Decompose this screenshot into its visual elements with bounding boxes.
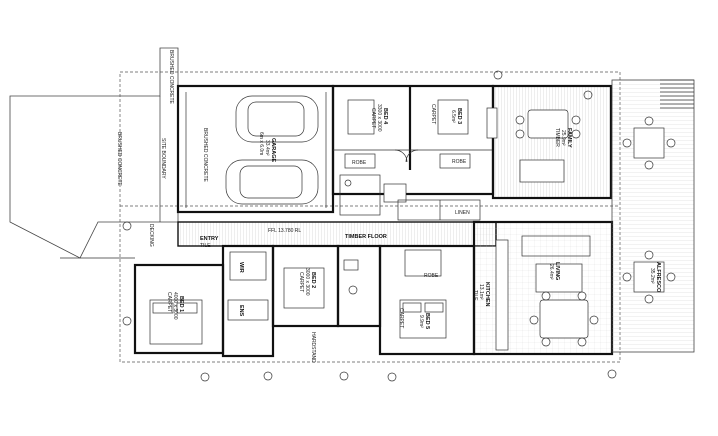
bed4-floor: CARPET bbox=[370, 108, 376, 128]
alfresco-label: ALFRESCO bbox=[655, 262, 661, 293]
brushed-concrete-top: BRUSHED CONCRETE bbox=[168, 50, 174, 105]
linen-label: LINEN bbox=[455, 210, 470, 216]
kitchen-label: KITCHEN bbox=[484, 282, 490, 306]
site-boundary-label: SITE BOUNDARY bbox=[160, 138, 166, 179]
ffl-label: FFL 13.780 RL bbox=[268, 228, 301, 234]
garage-size: 6m x 6.0m bbox=[258, 132, 264, 155]
kitchen-floor: TILE bbox=[472, 290, 478, 301]
hardstand-label: HARDSTAND bbox=[310, 332, 316, 363]
kitchen-area: 13.1m² bbox=[478, 284, 484, 300]
garage-slab: BRUSHED CONCRETE bbox=[202, 128, 208, 183]
robe-top2: ROBE bbox=[452, 159, 467, 165]
entry-floor: TILE bbox=[200, 243, 211, 249]
linen bbox=[397, 199, 481, 221]
decking-label: DECKING bbox=[148, 224, 154, 247]
bed5-label: BED 5 bbox=[424, 313, 430, 329]
bed1-floor: CARPET bbox=[166, 292, 172, 312]
bed5 bbox=[378, 244, 476, 356]
kitchen-living bbox=[472, 220, 614, 356]
central-hall bbox=[177, 221, 497, 247]
alfresco-deck bbox=[611, 79, 695, 353]
bed3-area: 6.5m² bbox=[450, 110, 456, 123]
alfresco-area: 35.2m² bbox=[649, 268, 655, 284]
garage-label: GARAGE bbox=[270, 138, 276, 162]
bed3-floor: CARPET bbox=[430, 104, 436, 124]
robe-mid: ROBE bbox=[424, 273, 439, 279]
wir-label: WIR bbox=[238, 262, 244, 273]
bed1-size: 4000 x 3000 bbox=[172, 292, 178, 320]
grid-markers bbox=[122, 70, 617, 382]
living-label: LIVING bbox=[554, 262, 560, 280]
bed4-size: 3300 x 3000 bbox=[376, 104, 382, 132]
bed1-wing bbox=[133, 244, 275, 358]
garage-area: 33.4m² bbox=[264, 140, 270, 156]
bed2 bbox=[271, 244, 382, 328]
room-labels: BRUSHED CONCRETE BRUSHED CONCRETE SITE B… bbox=[116, 50, 661, 363]
bed2-size: 3000 x 3000 bbox=[304, 268, 310, 296]
family-area: 25.9m² bbox=[560, 130, 566, 146]
bed5-area: 9.9m² bbox=[418, 315, 424, 328]
living-area: 26.4m² bbox=[548, 264, 554, 280]
family-room bbox=[486, 84, 613, 200]
bed1-label: BED 1 bbox=[178, 296, 184, 312]
timber-floor-label: TIMBER FLOOR bbox=[345, 234, 387, 240]
bed2-label: BED 2 bbox=[310, 272, 316, 288]
bed4-label: BED 4 bbox=[382, 108, 388, 125]
bed2-floor: CARPET bbox=[298, 272, 304, 292]
brushed-concrete-left: BRUSHED CONCRETE bbox=[116, 132, 122, 187]
bed3-label: BED 3 bbox=[456, 108, 462, 124]
family-floor: TIMBER bbox=[554, 128, 560, 147]
bed5-floor: CARPET bbox=[398, 308, 404, 328]
robe-top1: ROBE bbox=[352, 160, 367, 166]
family-label: FAMILY bbox=[566, 128, 572, 148]
garage bbox=[176, 84, 335, 214]
ens-label: ENS bbox=[238, 305, 244, 317]
entry-label: ENTRY bbox=[200, 236, 219, 242]
upper-wing bbox=[331, 84, 495, 216]
